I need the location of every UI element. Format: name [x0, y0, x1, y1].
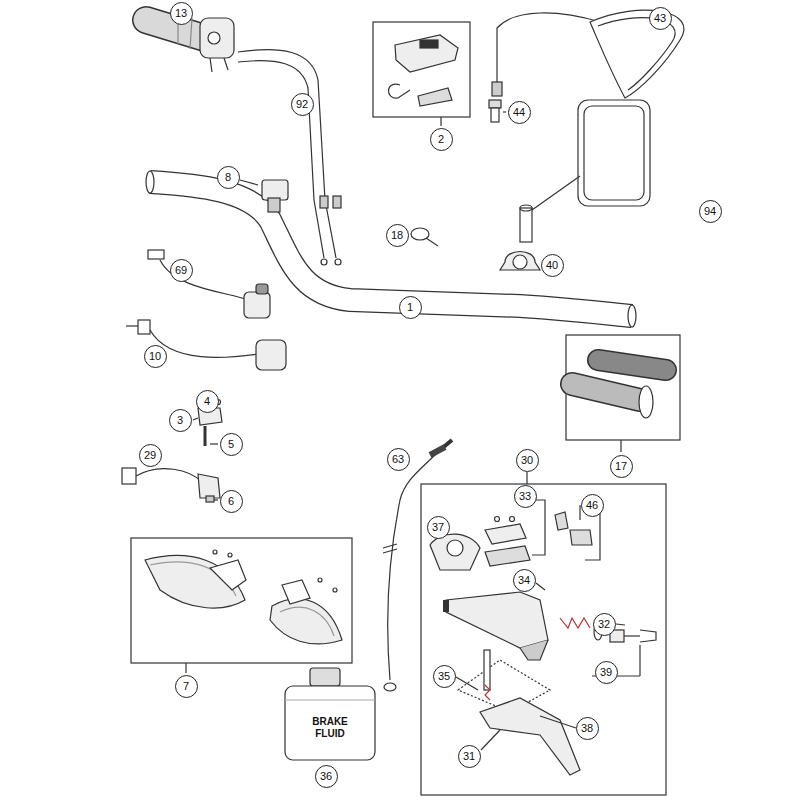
callout-number: 92: [291, 93, 314, 116]
callout-number: 69: [170, 259, 193, 282]
callout-number: 39: [595, 661, 618, 684]
handlebar: [150, 182, 632, 316]
callout-number: 8: [217, 166, 240, 189]
callout-number: 29: [139, 444, 162, 467]
callout-number: 63: [387, 448, 410, 471]
callout-number: 94: [699, 200, 722, 223]
callout-number: 5: [220, 433, 243, 456]
bottle-label: BRAKE FLUID: [302, 716, 358, 740]
callout-number: 4: [196, 390, 219, 413]
callout-number: 3: [169, 409, 192, 432]
callout-number: 46: [581, 494, 604, 517]
callout-number: 44: [508, 101, 531, 124]
callout-number: 2: [430, 128, 453, 151]
callout-number: 31: [458, 745, 481, 768]
callout-number: 7: [175, 675, 198, 698]
callout-number: 37: [427, 516, 450, 539]
callout-number: 40: [541, 254, 564, 277]
callout-number: 38: [576, 717, 599, 740]
callout-number: 35: [433, 665, 456, 688]
callout-number: 36: [315, 765, 338, 788]
callout-number: 1: [399, 296, 422, 319]
callout-number: 33: [514, 485, 537, 508]
callout-number: 10: [144, 345, 167, 368]
callout-number: 6: [220, 490, 243, 513]
callout-number: 30: [516, 449, 539, 472]
callout-number: 34: [513, 569, 536, 592]
callout-number: 32: [593, 613, 616, 636]
callout-number: 18: [386, 224, 409, 247]
callout-number: 13: [170, 2, 193, 25]
callout-number: 17: [610, 455, 633, 478]
callout-number: 43: [649, 7, 672, 30]
